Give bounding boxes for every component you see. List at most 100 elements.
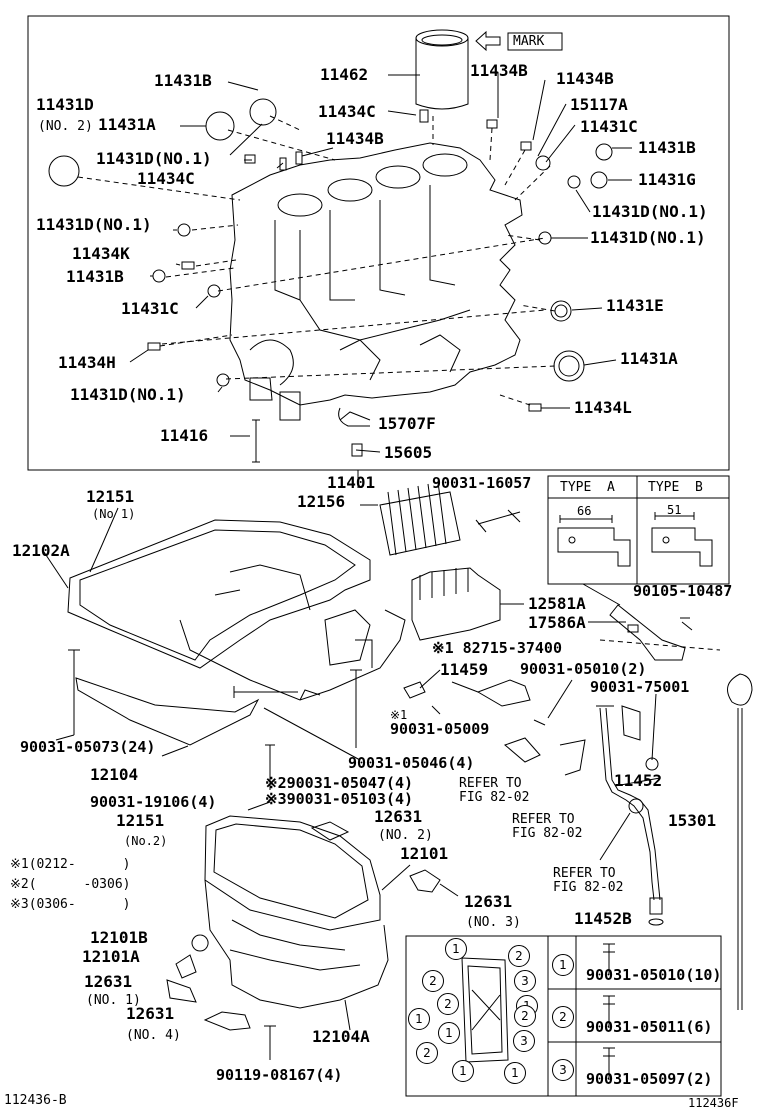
label-11431D-no1-b: 11431D(NO.1) [592,202,708,221]
type-table-frame [547,475,730,585]
label-11434L: 11434L [574,398,632,417]
label-11431B-c: 11431B [66,267,124,286]
label-11431D-no1-e: 11431D(NO.1) [70,385,186,404]
label-90031-05010-2: 90031-05010(2) [520,660,647,678]
label-no1-b: (NO. 1) [86,993,141,1008]
label-11431D-no1-c: 11431D(NO.1) [36,215,152,234]
label-90031-05009: 90031-05009 [390,720,490,738]
bolt-table-row-3-part: 90031-05097(2) [586,1070,713,1088]
stiffener-12104-drawing [75,677,260,746]
type-b-dimension: 51 [667,503,682,517]
pan-bolt-marker: 1 [452,1060,474,1082]
bolt-table-row-2-number: 2 [552,1006,574,1028]
type-a-header: TYPE A [560,480,615,495]
label-90119-08167: 90119-08167(4) [216,1066,343,1084]
label-12101B: 12101B [90,928,148,947]
cylinder-liner-drawing [415,29,469,110]
footer-diagram-id: 112436-B [4,1093,67,1108]
type-a-dimension: 66 [577,504,592,518]
pan-bolt-marker: 2 [416,1042,438,1064]
label-12101: 12101 [400,844,449,863]
note-1: ※1(0212- ) [10,857,131,872]
label-11431B-a: 11431B [154,71,212,90]
bolt-table-row-1-part: 90031-05010(10) [586,966,722,984]
label-mark1: ※1 [390,708,408,722]
label-90105-10487: 90105-10487 [633,582,733,600]
label-12631-b: 12631 [464,892,513,911]
sensor-15707F-drawing [338,407,370,427]
label-11431D-top: 11431D [36,95,94,114]
label-15301: 15301 [668,811,717,830]
label-no4: (NO. 4) [126,1028,181,1043]
label-11431D-no1-d: 11431D(NO.1) [590,228,706,247]
bolt-table-row-3-number: 3 [552,1059,574,1081]
label-12101A: 12101A [82,947,140,966]
label-11434B-a: 11434B [470,61,528,80]
label-11431E: 11431E [606,296,664,315]
bracket-17586A-drawing [609,604,686,661]
pan-bolt-marker: 2 [514,1005,536,1027]
bolt-table-frame [405,935,722,1097]
label-11431C-a: 11431C [580,117,638,136]
pan-bolt-marker: 2 [422,970,444,992]
label-11434H: 11434H [58,353,116,372]
pan-bolt-marker: 3 [513,1030,535,1052]
pan-bolt-marker: 2 [508,945,530,967]
label-15117A: 15117A [570,95,628,114]
label-12631-d: 12631 [126,1004,175,1023]
label-15707F: 15707F [378,414,436,433]
label-11452B: 11452B [574,909,632,928]
label-12631-a: 12631 [374,807,423,826]
label-12102A: 12102A [12,541,70,560]
label-11452: 11452 [614,771,663,790]
label-11431A-b: 11431A [620,349,678,368]
pan-bolt-marker: 2 [437,993,459,1015]
pan-bolt-marker: 1 [445,938,467,960]
label-12156: 12156 [297,492,346,511]
label-11431C-b: 11431C [121,299,179,318]
label-no2-b: (No.2) [124,834,168,848]
refer-to-fig-a: REFER TO FIG 82-02 [459,776,530,805]
label-11431G: 11431G [638,170,696,189]
pan-bolt-marker: 1 [504,1062,526,1084]
upper-oil-pan-drawing [67,519,406,701]
engine-block-frame [27,15,730,471]
label-17586A: 17586A [528,613,586,632]
label-11431B-b: 11431B [638,138,696,157]
label-12631-c: 12631 [84,972,133,991]
label-90031-05046: 90031-05046(4) [348,754,475,772]
lower-oil-pan-drawing [204,815,411,1009]
label-no2-top: (NO. 2) [38,119,93,134]
label-82715-37400: ※1 82715-37400 [432,639,562,657]
dipstick-drawing [727,673,753,1010]
bolt-16057-drawing [475,509,521,533]
label-90031-05047: ※290031-05047(4) [265,774,414,792]
label-11434B-b: 11434B [556,69,614,88]
baffle-12156-drawing [360,481,461,556]
bolt-table-row-1-number: 1 [552,954,574,976]
label-12581A: 12581A [528,594,586,613]
refer-to-fig-c: REFER TO FIG 82-02 [553,866,624,895]
label-12151-b: 12151 [116,811,165,830]
label-90031-19106: 90031-19106(4) [90,793,217,811]
engine-block-drawing [229,142,523,421]
footer-figure-code: 112436F [688,1096,739,1110]
mark-box [507,32,563,51]
mark-arrow [475,30,501,52]
type-b-header: TYPE B [648,480,703,495]
label-11434B-c: 11434B [326,129,384,148]
label-90031-05103: ※390031-05103(4) [265,790,414,808]
oil-pump-12581A-drawing [411,567,524,641]
bolt-table-row-2-part: 90031-05011(6) [586,1018,713,1036]
label-15605: 15605 [384,443,433,462]
label-11434C-a: 11434C [318,102,376,121]
label-11434C-b: 11434C [137,169,195,188]
label-12104A: 12104A [312,1027,370,1046]
label-90031-05073: 90031-05073(24) [20,738,156,756]
note-2: ※2( -0306) [10,877,131,892]
label-11401: 11401 [327,473,376,492]
label-11416: 11416 [160,426,209,445]
pan-bolt-marker: 1 [408,1008,430,1030]
label-11459: 11459 [440,660,489,679]
